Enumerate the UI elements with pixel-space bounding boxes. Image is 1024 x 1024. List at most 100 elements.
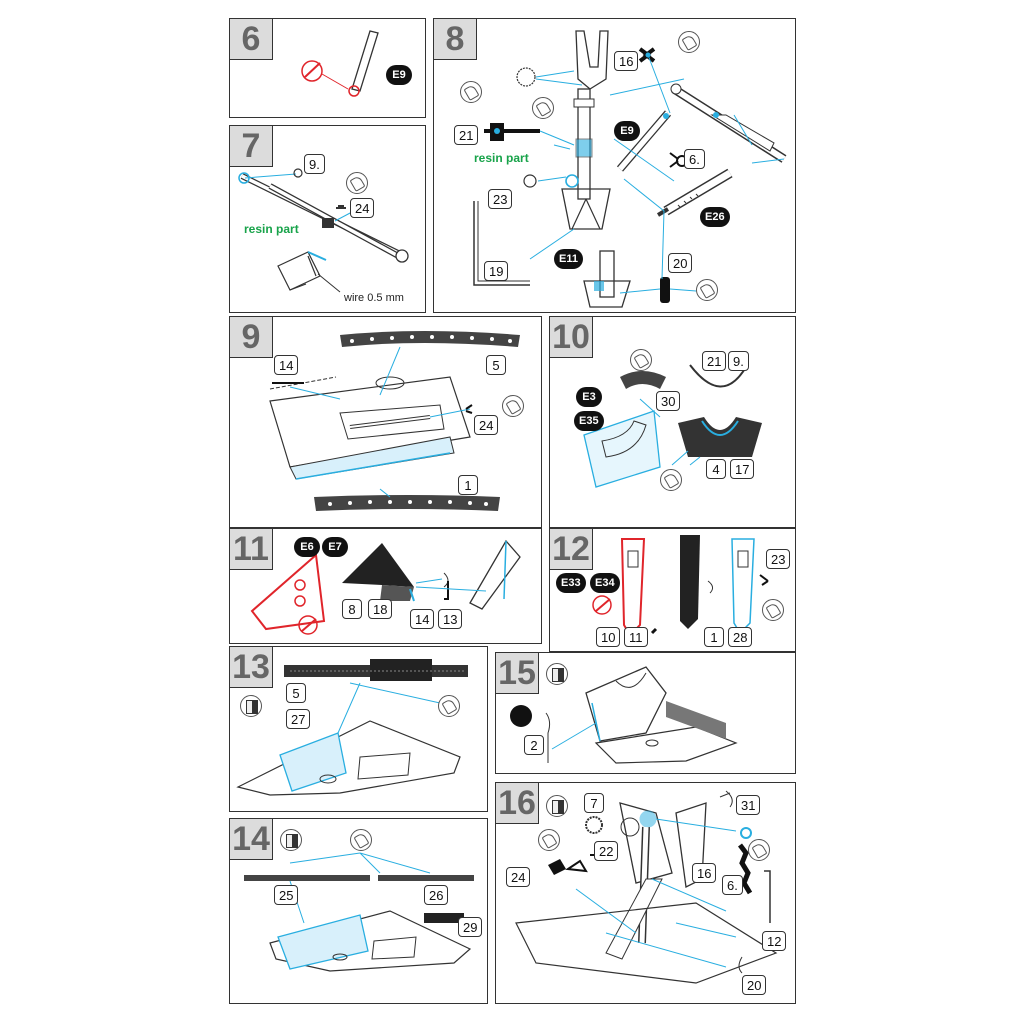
main-gear-leg-drawing xyxy=(473,30,787,308)
step-number: 10 xyxy=(550,317,593,358)
step-number: 11 xyxy=(230,529,273,570)
part-24: 24 xyxy=(350,198,375,218)
glue-icon xyxy=(538,829,560,851)
step-6-panel: 6 E9 xyxy=(229,18,426,118)
strut-drawing xyxy=(301,30,379,97)
part-23: 23 xyxy=(766,549,791,569)
step-7-panel: 7 9. 24 resin part wire 0.5 mm xyxy=(229,125,426,313)
glue-icon xyxy=(762,599,784,621)
resin-part-note: resin part xyxy=(474,151,529,165)
part-27: 27 xyxy=(286,709,311,729)
step-number: 14 xyxy=(230,819,273,860)
step-number: 6 xyxy=(230,19,273,60)
strut-assembly-drawing xyxy=(238,168,409,293)
part-13: 13 xyxy=(438,609,463,629)
cutter-icon xyxy=(301,60,323,82)
step-number: 7 xyxy=(230,126,273,167)
door-install-drawing xyxy=(545,666,738,764)
part-26: 26 xyxy=(424,885,449,905)
fold-icon xyxy=(280,829,302,851)
glue-icon xyxy=(748,839,770,861)
part-5: 5 xyxy=(486,355,506,375)
part-17: 17 xyxy=(730,459,755,479)
well-panel-drawing xyxy=(583,364,762,488)
step-12-panel: 12 23 E33 E34 10 11 1 28 xyxy=(549,528,796,652)
step-15-panel: 15 2 xyxy=(495,652,796,774)
resin-part-note: resin part xyxy=(244,222,299,236)
part-21: 21 xyxy=(454,125,479,145)
step-9-panel: 9 14 5 24 1 xyxy=(229,316,542,528)
part-10: 10 xyxy=(596,627,621,647)
part-5: 5 xyxy=(286,683,306,703)
part-18: 18 xyxy=(368,599,393,619)
part-8: 8 xyxy=(342,599,362,619)
part-1: 1 xyxy=(458,475,478,495)
part-31: 31 xyxy=(736,795,761,815)
step-number: 8 xyxy=(434,19,477,60)
glue-icon xyxy=(630,349,652,371)
part-14: 14 xyxy=(274,355,299,375)
part-9: 9. xyxy=(304,154,325,174)
fold-icon xyxy=(546,663,568,685)
fold-icon xyxy=(240,695,262,717)
part-e35: E35 xyxy=(574,411,604,431)
part-e33: E33 xyxy=(556,573,586,593)
part-25: 25 xyxy=(274,885,299,905)
part-20: 20 xyxy=(668,253,693,273)
step-13-panel: 13 5 27 xyxy=(229,646,488,812)
part-30: 30 xyxy=(656,391,681,411)
part-4: 4 xyxy=(706,459,726,479)
gear-door-drawing xyxy=(592,535,769,637)
cutter-icon xyxy=(592,595,612,615)
part-16: 16 xyxy=(692,863,717,883)
glue-icon xyxy=(502,395,524,417)
bay-wall-drawing xyxy=(236,659,468,796)
part-6: 6. xyxy=(684,149,705,169)
part-1: 1 xyxy=(704,627,724,647)
part-22: 22 xyxy=(594,841,619,861)
final-gear-install-drawing xyxy=(515,790,778,984)
part-20: 20 xyxy=(742,975,767,995)
wire-note: wire 0.5 mm xyxy=(344,292,404,304)
part-23: 23 xyxy=(488,189,513,209)
part-12: 12 xyxy=(762,931,787,951)
part-6: 6. xyxy=(722,875,743,895)
part-e3: E3 xyxy=(576,387,602,407)
part-e6: E6 xyxy=(294,537,320,557)
glue-icon xyxy=(532,97,554,119)
part-e7: E7 xyxy=(322,537,348,557)
step-14-panel: 14 25 26 29 xyxy=(229,818,488,1004)
part-e9: E9 xyxy=(614,121,640,141)
step-10-panel: 10 21 9. E3 30 E35 4 17 xyxy=(549,316,796,528)
part-14: 14 xyxy=(410,609,435,629)
glue-icon xyxy=(460,81,482,103)
part-e9: E9 xyxy=(386,65,412,85)
part-ab-flip-icon xyxy=(510,705,532,727)
glue-icon xyxy=(678,31,700,53)
step-number: 13 xyxy=(230,647,273,688)
part-e11: E11 xyxy=(554,249,583,269)
part-e34: E34 xyxy=(590,573,620,593)
glue-icon xyxy=(350,829,372,851)
step-number: 16 xyxy=(496,783,539,824)
step-16-panel: 16 7 31 22 24 16 6. 12 20 xyxy=(495,782,796,1004)
part-11: 11 xyxy=(624,627,648,647)
step-11-panel: 11 E6 E7 8 18 14 13 xyxy=(229,528,542,644)
part-24: 24 xyxy=(506,867,531,887)
step-number: 9 xyxy=(230,317,273,358)
fold-icon xyxy=(546,795,568,817)
door-drawing xyxy=(250,539,521,635)
step-number: 15 xyxy=(496,653,539,694)
glue-icon xyxy=(660,469,682,491)
glue-icon xyxy=(346,172,368,194)
part-19: 19 xyxy=(484,261,509,281)
step-number: 12 xyxy=(550,529,593,570)
part-21: 21 xyxy=(702,351,727,371)
step-8-panel: 8 xyxy=(433,18,796,313)
glue-icon xyxy=(438,695,460,717)
bay-side-drawing xyxy=(244,852,474,972)
glue-icon xyxy=(696,279,718,301)
part-28: 28 xyxy=(728,627,753,647)
part-29: 29 xyxy=(458,917,483,937)
part-16: 16 xyxy=(614,51,639,71)
